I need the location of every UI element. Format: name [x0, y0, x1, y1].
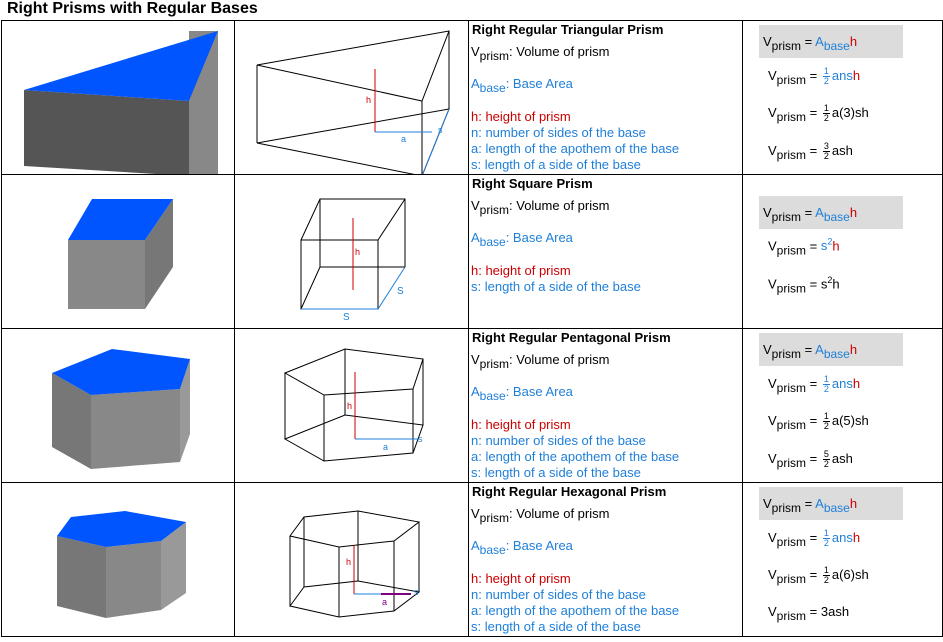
height-label: h — [355, 247, 360, 257]
volume-legend: Vprism: Volume of prism — [471, 352, 610, 371]
apothem-legend: a: length of the apothem of the base — [471, 603, 680, 618]
apothem-legend: a: length of the apothem of the base — [471, 449, 680, 464]
prism-name: Right Square Prism — [472, 176, 593, 191]
prism-table: h a s Right Regular Triangular Prism Vpr… — [1, 20, 943, 637]
formula-s-squared-h: Vprism = s2h — [768, 237, 840, 258]
base-area-legend: Abase: Base Area — [471, 538, 573, 557]
pentagonal-prism-wireframe: h a s — [283, 348, 424, 462]
solid-image-cell — [1, 174, 235, 329]
side-legend: s: length of a side of the base — [471, 157, 641, 172]
wireframe-cell: h a s — [234, 482, 469, 637]
apothem-label: a — [382, 597, 387, 607]
table-row: h a s Right Regular Triangular Prism Vpr… — [1, 20, 943, 175]
table-row: h S S Right Square Prism Vprism: Volume … — [1, 174, 943, 329]
n-legend: n: number of sides of the base — [471, 433, 646, 448]
side-legend: s: length of a side of the base — [471, 465, 641, 480]
side-label: s — [438, 125, 443, 135]
volume-legend: Vprism: Volume of prism — [471, 198, 610, 217]
legend-cell: Right Square Prism Vprism: Volume of pri… — [468, 174, 743, 329]
apothem-label: a — [401, 134, 406, 144]
n-legend: n: number of sides of the base — [471, 587, 646, 602]
hexagonal-prism-wireframe: h a s — [289, 510, 421, 618]
formula-general: Vprism = Abaseh — [759, 25, 903, 58]
solid-image-cell — [1, 328, 235, 483]
n-legend: n: number of sides of the base — [471, 125, 646, 140]
side-label-front: S — [343, 312, 350, 323]
base-area-legend: Abase: Base Area — [471, 384, 573, 403]
wireframe-cell: h a s — [234, 328, 469, 483]
height-legend: h: height of prism — [471, 109, 571, 124]
prism-name: Right Regular Hexagonal Prism — [472, 484, 667, 499]
height-legend: h: height of prism — [471, 571, 571, 586]
legend-cell: Right Regular Pentagonal Prism Vprism: V… — [468, 328, 743, 483]
formula-simplified: Vprism = 3ash — [768, 604, 850, 623]
triangular-prism-solid — [24, 31, 218, 174]
pentagonal-prism-solid — [52, 349, 190, 469]
apothem-label: a — [383, 442, 388, 452]
square-prism-solid — [68, 199, 173, 309]
side-label-depth: S — [397, 286, 404, 297]
height-label: h — [346, 557, 351, 567]
formula-general: Vprism = Abaseh — [759, 196, 903, 229]
table-row: h a s Right Regular Hexagonal Prism Vpri… — [1, 482, 943, 637]
prism-name: Right Regular Pentagonal Prism — [472, 330, 671, 345]
apothem-legend: a: length of the apothem of the base — [471, 141, 680, 156]
formula-s-squared-h-plain: Vprism = s2h — [768, 275, 840, 296]
side-legend: s: length of a side of the base — [471, 619, 641, 634]
side-label: s — [414, 587, 419, 597]
height-label: h — [366, 95, 371, 105]
side-legend: s: length of a side of the base — [471, 279, 641, 294]
base-area-legend: Abase: Base Area — [471, 230, 573, 249]
prism-name: Right Regular Triangular Prism — [472, 22, 664, 37]
legend-cell: Right Regular Triangular Prism Vprism: V… — [468, 20, 743, 175]
formula-cell: Vprism = Abaseh Vprism = s2h Vprism = s2… — [742, 174, 943, 329]
volume-legend: Vprism: Volume of prism — [471, 506, 610, 525]
height-label: h — [347, 401, 352, 411]
volume-legend: Vprism: Volume of prism — [471, 44, 610, 63]
formula-general: Vprism = Abaseh — [759, 333, 903, 366]
wireframe-cell: h S S — [234, 174, 469, 329]
base-area-legend: Abase: Base Area — [471, 76, 573, 95]
legend-cell: Right Regular Hexagonal Prism Vprism: Vo… — [468, 482, 743, 637]
height-legend: h: height of prism — [471, 263, 571, 278]
table-row: h a s Right Regular Pentagonal Prism Vpr… — [1, 328, 943, 483]
page-title: Right Prisms with Regular Bases — [7, 0, 258, 17]
wireframe-cell: h a s — [234, 20, 469, 175]
hexagonal-prism-solid — [57, 511, 186, 618]
solid-image-cell — [1, 482, 235, 637]
triangular-prism-wireframe: h a s — [256, 30, 450, 174]
formula-general: Vprism = Abaseh — [759, 487, 903, 520]
solid-image-cell — [1, 20, 235, 175]
square-prism-wireframe: h S S — [300, 198, 406, 323]
height-legend: h: height of prism — [471, 417, 571, 432]
side-label: s — [418, 434, 423, 444]
